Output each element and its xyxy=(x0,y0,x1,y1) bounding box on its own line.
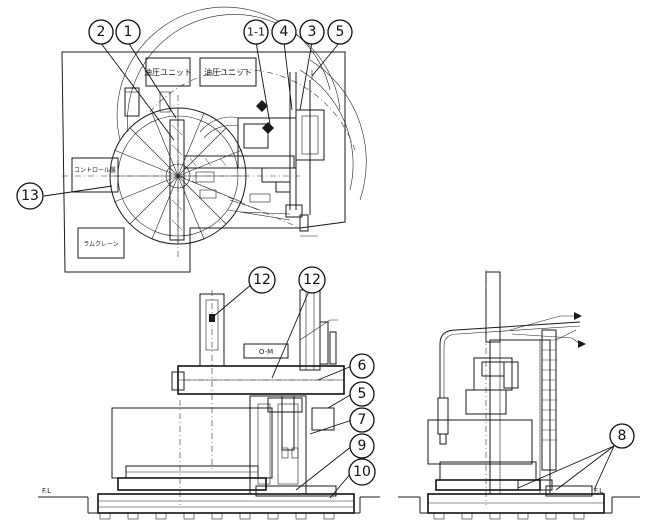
floor-level-right: F.L xyxy=(594,487,603,495)
callout-6: 6 xyxy=(349,353,375,379)
svg-text:9: 9 xyxy=(358,438,367,454)
nameplate-label: O-M xyxy=(259,348,273,356)
callout-10: 10 xyxy=(348,458,376,486)
hydraulic-unit-label: 油圧ユニット xyxy=(144,67,192,77)
svg-text:2: 2 xyxy=(97,24,106,40)
svg-text:8: 8 xyxy=(618,428,627,444)
hydraulic-unit-panel xyxy=(145,57,191,87)
svg-text:5: 5 xyxy=(358,386,367,402)
callout-12-b: 12 xyxy=(298,266,326,294)
ram-crane-box xyxy=(77,227,125,259)
svg-text:1: 1 xyxy=(124,24,133,40)
ram-crane-label: ラムクレーン xyxy=(83,241,119,248)
callout-13: 13 xyxy=(16,182,44,210)
callout-4: 4 xyxy=(271,19,297,45)
svg-text:4: 4 xyxy=(280,24,289,40)
svg-text:12: 12 xyxy=(253,272,271,288)
hydraulic-unit-2-label: 油圧ユニット xyxy=(204,67,252,77)
callout-5-top: 5 xyxy=(327,19,353,45)
svg-text:7: 7 xyxy=(358,412,367,428)
callout-2: 2 xyxy=(88,19,114,45)
callout-5-front: 5 xyxy=(349,381,375,407)
leader-lines xyxy=(43,41,615,499)
callout-8: 8 xyxy=(609,423,635,449)
callout-1-1: 1-1 xyxy=(243,19,269,45)
callout-1: 1 xyxy=(115,19,141,45)
front-elevation: F.L xyxy=(38,289,380,520)
callout-7: 7 xyxy=(349,407,375,433)
hydraulic-unit-2-panel xyxy=(199,57,257,87)
svg-text:10: 10 xyxy=(353,464,371,480)
svg-text:5: 5 xyxy=(336,24,345,40)
callout-12-a: 12 xyxy=(248,266,276,294)
callout-9: 9 xyxy=(349,433,375,459)
floor-level-left: F.L xyxy=(42,487,51,495)
feed-stack-hatch xyxy=(542,339,556,441)
control-panel-box xyxy=(71,157,119,193)
svg-text:12: 12 xyxy=(303,272,321,288)
side-foundation-jacks xyxy=(433,512,585,520)
svg-text:3: 3 xyxy=(308,24,317,40)
svg-text:6: 6 xyxy=(358,358,367,374)
foundation-jacks xyxy=(99,512,335,520)
plan-view: 油圧ユニット 油圧ユニット コントロール盤 ラムクレーン xyxy=(61,6,367,273)
control-panel-label: コントロール盤 xyxy=(74,166,116,174)
svg-text:1-1: 1-1 xyxy=(247,26,265,39)
svg-text:13: 13 xyxy=(21,188,39,204)
callout-3: 3 xyxy=(299,19,325,45)
side-elevation: F.L xyxy=(398,270,640,520)
